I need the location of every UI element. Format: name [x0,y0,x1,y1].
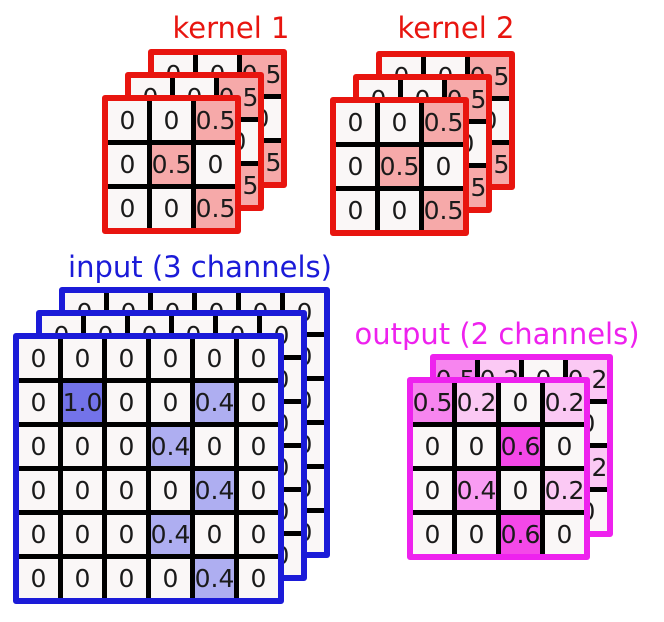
output-cell-r3c4: 0.2 [545,471,584,510]
input-cell-r1c1: 0 [19,339,58,378]
kernel2-cell-r1c1: 0 [336,103,375,142]
kernel1-cell-r3c3: 0.5 [196,189,235,228]
input-cell-r3c2: 0 [63,427,102,466]
input-cell-r3c3: 0 [107,427,146,466]
kernel1-cell-r1c2: 0 [152,101,191,140]
input-cell-r1c2: 0 [63,339,102,378]
input-cell-r6c2: 0 [63,559,102,598]
input-cell-r4c6: 0 [239,471,278,510]
kernel2-label: kernel 2 [397,11,515,45]
input-cell-r5c5: 0 [195,515,234,554]
input-cell-r1c6: 0 [239,339,278,378]
output-cell-r4c1: 0 [413,515,452,554]
input-cell-r1c3: 0 [107,339,146,378]
kernel2-cell-r1c2: 0 [380,103,419,142]
output-cell-r1c1: 0.5 [413,383,452,422]
input-cell-r2c5: 0.4 [195,383,234,422]
kernel1-cell-r2c2: 0.5 [152,145,191,184]
kernel2-cell-r3c1: 0 [336,191,375,230]
input-cell-r2c4: 0 [151,383,190,422]
input-cell-r5c3: 0 [107,515,146,554]
output-cell-r2c4: 0 [545,427,584,466]
kernel1-cell-r1c3: 0.5 [196,101,235,140]
input-cell-r2c1: 0 [19,383,58,422]
kernel1-cell-r2c1: 0 [108,145,147,184]
input-cell-r6c3: 0 [107,559,146,598]
output-cell-r4c2: 0 [457,515,496,554]
output-cell-r3c1: 0 [413,471,452,510]
input-cell-r1c4: 0 [151,339,190,378]
output-cell-r1c3: 0 [501,383,540,422]
output-label: output (2 channels) [354,317,640,351]
input-cell-r6c4: 0 [151,559,190,598]
output-cell-r1c2: 0.2 [457,383,496,422]
kernel1-cell-r2c3: 0 [196,145,235,184]
input-cell-r2c3: 0 [107,383,146,422]
input-cell-r4c3: 0 [107,471,146,510]
input-cell-r4c5: 0.4 [195,471,234,510]
input-cell-r3c5: 0 [195,427,234,466]
input-cell-r4c1: 0 [19,471,58,510]
output-cell-r1c4: 0.2 [545,383,584,422]
input-cell-r3c6: 0 [239,427,278,466]
output-cell-r2c2: 0 [457,427,496,466]
kernel2-cell-r2c3: 0 [424,147,463,186]
input-cell-r5c2: 0 [63,515,102,554]
input-cell-r3c4: 0.4 [151,427,190,466]
input-cell-r5c6: 0 [239,515,278,554]
input-cell-r4c2: 0 [63,471,102,510]
input-cell-r6c6: 0 [239,559,278,598]
kernel2-cell-r2c1: 0 [336,147,375,186]
input-cell-r2c2: 1.0 [63,383,102,422]
kernel1-cell-r3c1: 0 [108,189,147,228]
output-cell-r2c3: 0.6 [501,427,540,466]
input-cell-r1c5: 0 [195,339,234,378]
kernel1-cell-r3c2: 0 [152,189,191,228]
output-cell-r2c1: 0 [413,427,452,466]
output-cell-r4c3: 0.6 [501,515,540,554]
input-label: input (3 channels) [68,250,332,284]
kernel1-label: kernel 1 [172,11,290,45]
input-cell-r4c4: 0 [151,471,190,510]
output-cell-r3c3: 0 [501,471,540,510]
input-cell-r5c4: 0.4 [151,515,190,554]
kernel2-cell-r1c3: 0.5 [424,103,463,142]
kernel2-cell-r3c3: 0.5 [424,191,463,230]
output-cell-r4c4: 0 [545,515,584,554]
input-cell-r6c5: 0.4 [195,559,234,598]
output-cell-r3c2: 0.4 [457,471,496,510]
kernel1-cell-r1c1: 0 [108,101,147,140]
kernel2-cell-r2c2: 0.5 [380,147,419,186]
kernel2-cell-r3c2: 0 [380,191,419,230]
input-cell-r5c1: 0 [19,515,58,554]
input-cell-r6c1: 0 [19,559,58,598]
input-cell-r3c1: 0 [19,427,58,466]
input-cell-r2c6: 0 [239,383,278,422]
